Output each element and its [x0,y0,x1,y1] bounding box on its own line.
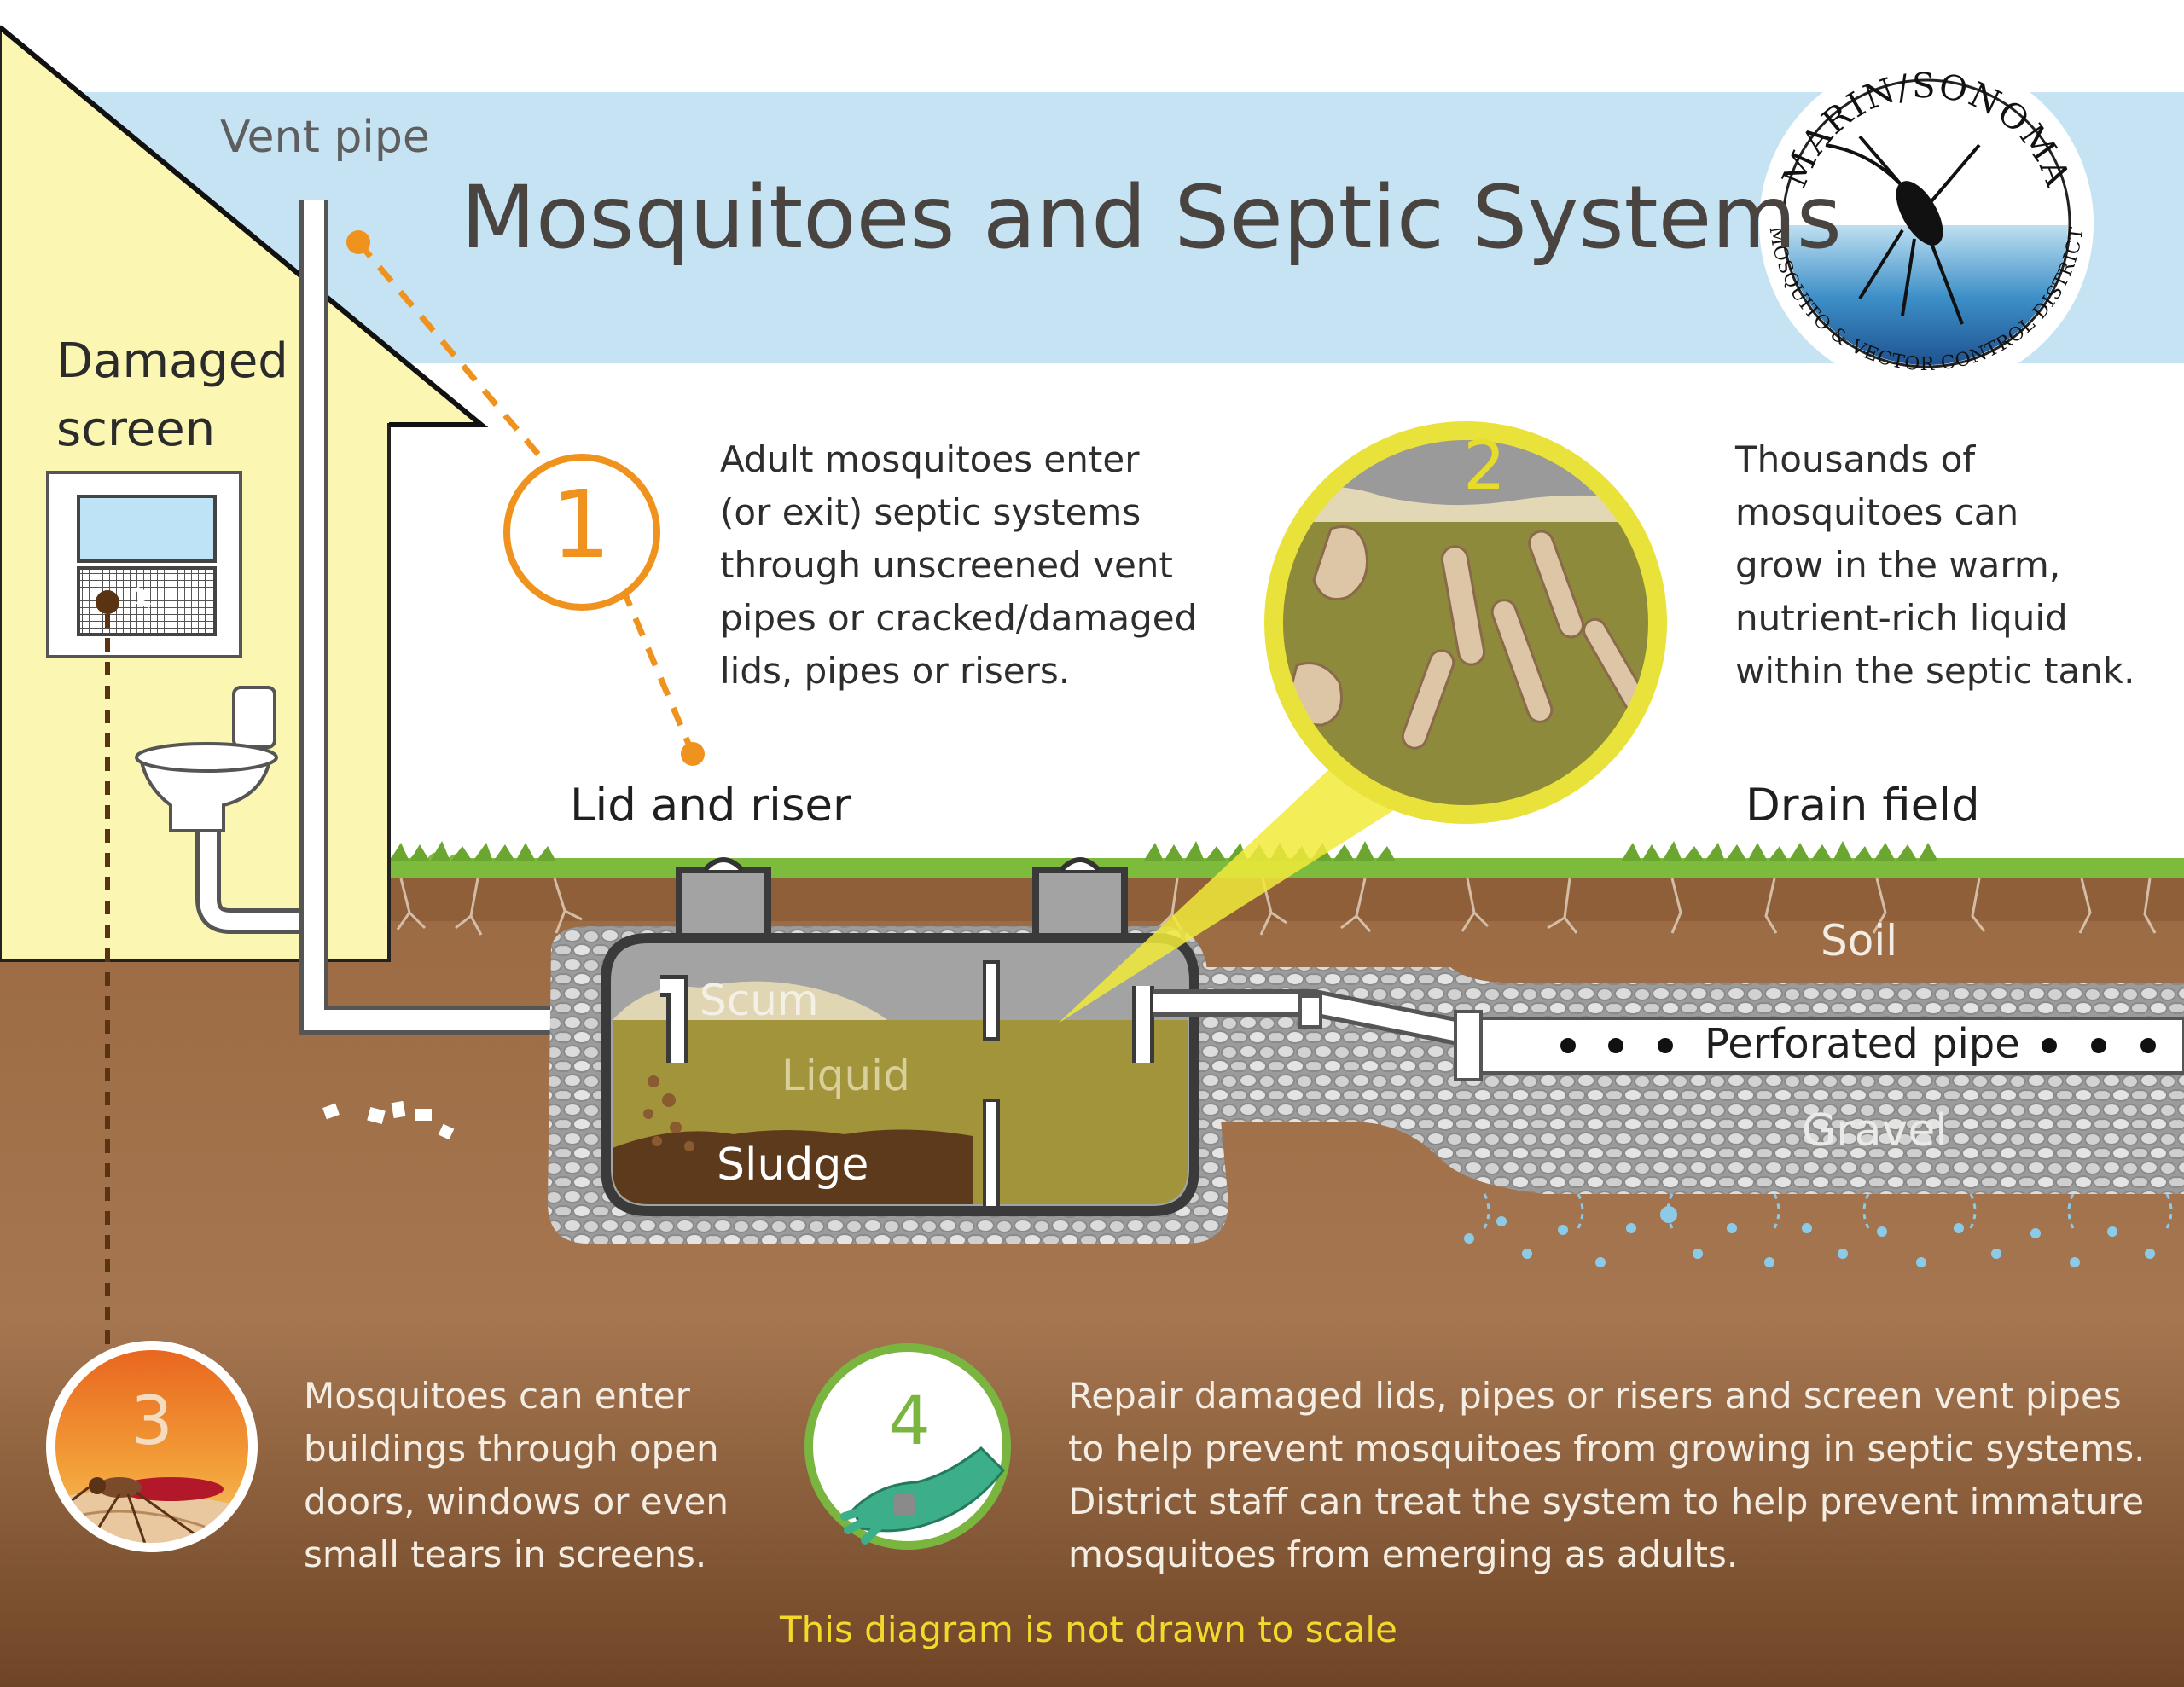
debris [322,1100,455,1140]
step1-text: Adult mosquitoes enter (or exit) septic … [720,438,1198,692]
sludge-label: Sludge [717,1139,869,1191]
vent-pipe-label: Vent pipe [220,112,430,163]
damaged-screen-label: Damaged screen [56,333,288,457]
gravel-label: Gravel [1802,1105,1948,1157]
lid-and-riser-label: Lid and riser [570,780,851,832]
water-droplets [1464,1206,2155,1267]
sludge-particles [643,1075,694,1151]
roots [396,878,2157,936]
liquid-label: Liquid [781,1051,910,1100]
soil-label: Soil [1821,916,1898,965]
step2-text: Thousands of mosquitoes can grow in the … [1735,438,2135,692]
window-icon [46,471,242,658]
gloved-hand-icon [804,1343,1011,1550]
drain-field-label: Drain field [1745,780,1980,832]
mosquito-logo-icon [1759,56,2094,391]
step2-number: 2 [1463,428,1506,505]
step3-text: Mosquitoes can enter buildings through o… [304,1375,729,1575]
step4-text: Repair damaged lids, pipes or risers and… [1068,1375,2146,1575]
page-title: Mosquitoes and Septic Systems [461,167,1842,269]
scum-label: Scum [700,976,819,1025]
step4-number: 4 [888,1383,931,1460]
perforated-pipe [1459,1017,2184,1075]
septic-tank [601,857,1199,1216]
step1-number: 1 [551,470,611,579]
toilet-icon [135,686,278,832]
step3-number: 3 [131,1383,173,1460]
step1-circle [503,454,660,611]
larvae-magnifier-icon [1264,421,1667,824]
scale-note: This diagram is not drawn to scale [780,1609,1397,1650]
perforated-pipe-label: Perforated pipe [1705,1020,2020,1068]
